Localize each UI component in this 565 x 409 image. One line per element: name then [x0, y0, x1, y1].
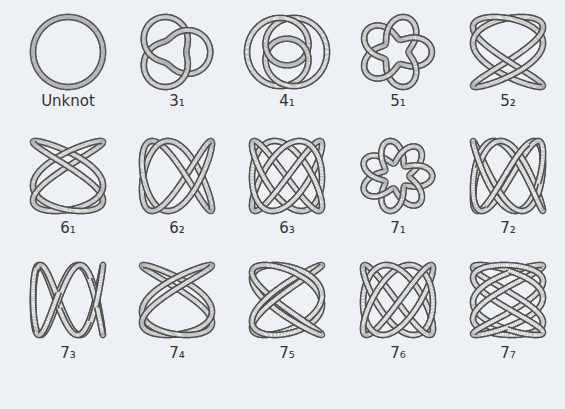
knot-drawing [33, 17, 103, 87]
knot-drawing [144, 17, 210, 87]
